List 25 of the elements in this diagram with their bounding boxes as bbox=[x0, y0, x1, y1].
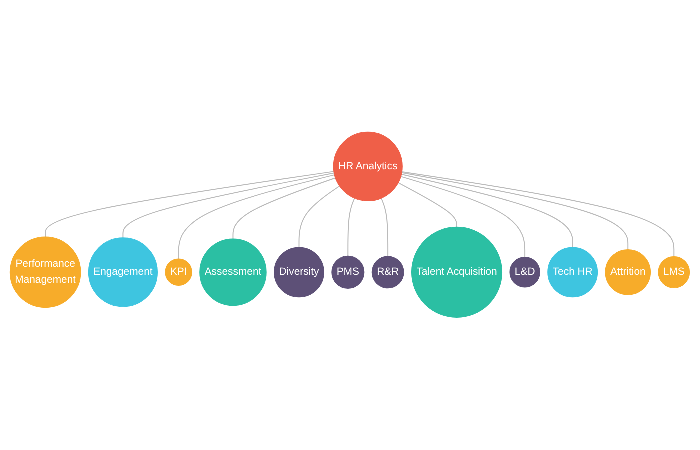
node-circle: Engagement bbox=[88, 238, 158, 308]
node-circle: LMS bbox=[658, 256, 690, 288]
node-circle: R&R bbox=[372, 256, 404, 289]
connector bbox=[232, 178, 336, 240]
node-circle: Performance Management bbox=[10, 236, 82, 308]
node-circle: L&D bbox=[510, 257, 540, 288]
node-circle: Talent Acquisition bbox=[411, 226, 503, 318]
node-circle: Diversity bbox=[274, 247, 324, 298]
connector bbox=[402, 172, 629, 250]
node-circle: Assessment bbox=[200, 238, 267, 306]
connector bbox=[45, 171, 335, 238]
connector bbox=[122, 172, 335, 239]
node-circle: HR Analytics bbox=[333, 132, 403, 202]
connector bbox=[398, 182, 458, 228]
node-circle: PMS bbox=[332, 256, 365, 290]
node-circle: Tech HR bbox=[548, 247, 598, 298]
connector bbox=[402, 172, 675, 258]
connector bbox=[400, 176, 526, 258]
connector bbox=[380, 198, 389, 258]
node-circle: Attrition bbox=[605, 250, 652, 296]
connector bbox=[298, 186, 340, 248]
connector bbox=[348, 198, 356, 257]
node-circle: KPI bbox=[165, 258, 192, 286]
connector bbox=[178, 174, 336, 260]
connector bbox=[401, 174, 574, 248]
